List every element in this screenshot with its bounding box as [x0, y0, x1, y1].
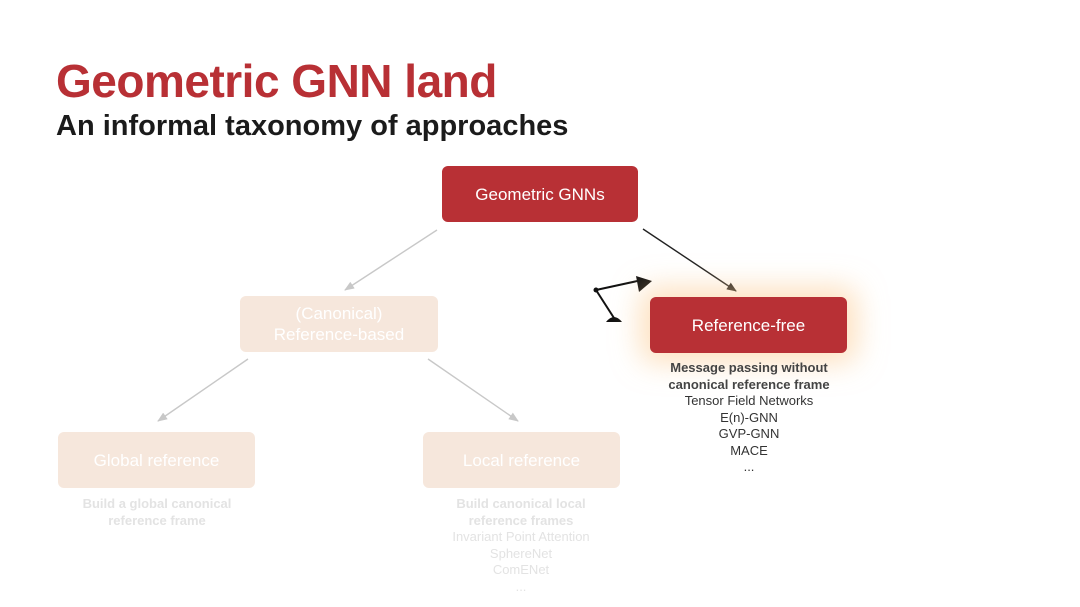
example-item: Invariant Point Attention [452, 529, 590, 544]
node-local-reference: Local reference [423, 432, 620, 488]
node-reference-free-label: Reference-free [691, 315, 806, 335]
slide-title: Geometric GNN land [56, 55, 497, 107]
node-global-reference-label: Global reference [93, 450, 220, 470]
edge-reference-based-to-local [427, 358, 519, 422]
example-item: ComENet [492, 562, 550, 577]
slide-subtitle: An informal taxonomy of approaches [56, 110, 569, 142]
node-reference-based-line1: (Canonical) [295, 304, 383, 323]
global-reference-desc-line1: Build a global canonical [82, 496, 232, 511]
edge-root-to-reference-free [642, 228, 737, 292]
edge-reference-based-to-global [157, 358, 249, 422]
global-reference-description: Build a global canonical reference frame [48, 496, 266, 529]
local-reference-description: Build canonical local reference frames I… [412, 496, 630, 595]
example-item: GVP-GNN [718, 426, 780, 441]
local-reference-desc-line2: reference frames [468, 512, 574, 528]
example-item: MACE [730, 442, 768, 458]
local-reference-desc-line1: Build canonical local [456, 496, 586, 511]
node-local-reference-label: Local reference [462, 450, 581, 470]
example-item: ... [515, 578, 527, 594]
desk-lamp-icon [593, 276, 652, 322]
node-reference-based-line2: Reference-based [273, 325, 405, 344]
example-item: Tensor Field Networks [684, 393, 814, 408]
node-geometric-gnns: Geometric GNNs [442, 166, 638, 222]
example-item: ... [743, 459, 755, 474]
node-geometric-gnns-label: Geometric GNNs [475, 184, 605, 204]
node-reference-based: (Canonical) Reference-based [240, 296, 438, 352]
reference-free-desc-line2: canonical reference frame [668, 376, 830, 392]
example-item: E(n)-GNN [720, 409, 778, 425]
node-global-reference: Global reference [58, 432, 255, 488]
reference-free-description: Message passing without canonical refere… [640, 360, 858, 476]
global-reference-desc-line2: reference frame [108, 512, 206, 528]
example-item: SphereNet [489, 545, 553, 561]
reference-free-desc-line1: Message passing without [670, 360, 828, 375]
edge-root-to-reference-based [344, 229, 438, 291]
node-reference-free: Reference-free [650, 297, 847, 353]
